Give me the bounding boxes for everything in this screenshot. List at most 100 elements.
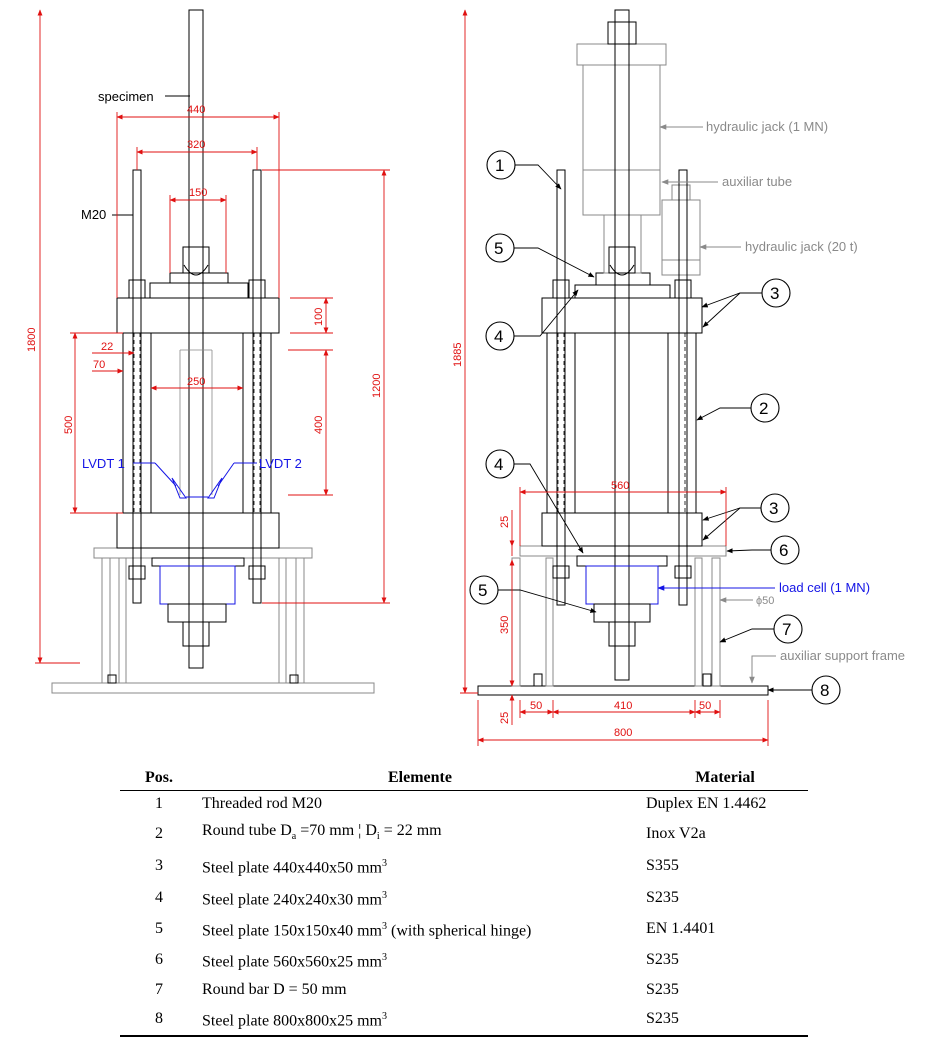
right-bottom-plate	[541, 512, 703, 547]
right-tube	[546, 332, 576, 514]
callout-number: 5	[478, 581, 487, 600]
label-specimen: specimen	[98, 89, 154, 104]
left-dimensions	[35, 9, 390, 664]
left-support-leg	[295, 557, 305, 684]
left-support-leg	[118, 557, 127, 684]
dim-800: 800	[614, 727, 632, 739]
left-support-leg	[101, 557, 111, 684]
right-hydraulic-jack	[582, 64, 661, 216]
right-top-plate	[541, 297, 703, 334]
right-jack-top	[576, 43, 667, 66]
label-m20: M20	[81, 207, 106, 222]
left-specimen-nut	[182, 246, 210, 274]
left-spherical-plate	[167, 603, 227, 623]
table-row: 7 Round bar D = 50 mm S235	[120, 977, 808, 1004]
right-specimen-nut	[608, 246, 636, 274]
table-header-row: Pos. Elemente Material	[120, 768, 808, 791]
dim-410: 410	[614, 700, 632, 712]
dim-1800: 1800	[26, 328, 38, 352]
callout-number: 4	[494, 327, 503, 346]
right-threaded-rod	[556, 169, 566, 606]
right-support-leg	[511, 557, 521, 687]
right-nut	[674, 565, 692, 579]
right-annotations: hydraulic jack (1 MN) auxiliar tube hydr…	[657, 119, 905, 684]
cell-material: S235	[646, 951, 679, 969]
left-base-plate	[51, 682, 375, 694]
cell-pos: 3	[155, 857, 163, 875]
table-row: 3 Steel plate 440x440x50 mm3 S355	[120, 851, 808, 882]
header-element: Elemente	[198, 768, 642, 791]
right-threaded-rod	[678, 169, 688, 606]
right-nut	[552, 565, 570, 579]
right-support-leg	[545, 557, 554, 687]
right-load-cell-plate	[576, 555, 668, 567]
left-bottom-plate	[116, 512, 280, 549]
right-dimension-labels: 1885 560 25 350 25 50 410 50 800	[452, 343, 711, 739]
left-tube	[242, 332, 272, 514]
dim-1200: 1200	[371, 374, 383, 398]
callout-number: 2	[759, 399, 768, 418]
callout-number: 1	[495, 156, 504, 175]
label-lvdt-1: LVDT 1	[82, 456, 125, 471]
cell-element: Round tube Da =70 mm ¦ Di = 22 mm	[202, 822, 442, 843]
cell-pos: 6	[155, 951, 163, 969]
dim-50-left: 50	[530, 700, 542, 712]
callouts	[469, 150, 841, 705]
label-hydraulic-jack-20t: hydraulic jack (20 t)	[745, 239, 858, 254]
left-load-cell	[159, 565, 236, 605]
dim-320: 320	[187, 139, 205, 151]
left-specimen-rod	[188, 9, 204, 669]
cell-material: S235	[646, 888, 679, 906]
dim-400: 400	[313, 416, 325, 434]
callout-number: 6	[779, 541, 788, 560]
callout-number: 3	[769, 499, 778, 518]
right-specimen-rod	[614, 9, 630, 681]
callout-number: 4	[494, 455, 503, 474]
cell-pos: 8	[120, 1003, 198, 1037]
right-aux-tube	[671, 184, 691, 201]
cell-element: Round bar D = 50 mm	[202, 980, 347, 998]
cell-pos: 4	[155, 888, 163, 906]
parts-table: Pos. Elemente Material 1 Threaded rod M2…	[120, 768, 808, 1037]
left-foot	[289, 674, 299, 684]
cell-pos: 5	[155, 920, 163, 937]
header-pos: Pos.	[120, 768, 198, 791]
left-threaded-rod	[252, 169, 262, 604]
dim-100: 100	[313, 308, 325, 326]
dim-500: 500	[63, 416, 75, 434]
cell-material: EN 1.4401	[646, 920, 716, 937]
dim-250: 250	[187, 376, 205, 388]
dim-350: 350	[499, 616, 511, 634]
label-auxiliar-tube: auxiliar tube	[722, 174, 792, 189]
left-view	[51, 9, 375, 694]
callout-number: 5	[494, 239, 503, 258]
left-dimension-labels: 440 320 150 1800 22 70 250 500 400 100 1…	[26, 104, 383, 434]
table-row: 8 Steel plate 800x800x25 mm3 S235	[120, 1003, 808, 1037]
right-view	[477, 9, 769, 696]
right-nut	[674, 279, 692, 299]
left-annotations: specimen M20 LVDT 1 LVDT 2	[81, 89, 302, 487]
lvdt-1-sensor	[171, 477, 187, 499]
cell-material: S235	[642, 1003, 808, 1037]
left-support-leg	[278, 557, 287, 684]
label-load-cell: load cell (1 MN)	[779, 580, 870, 595]
callout-number: 7	[782, 620, 791, 639]
table-row: 4 Steel plate 240x240x30 mm3 S235	[120, 883, 808, 914]
cell-element: Steel plate 800x800x25 mm3	[198, 1003, 642, 1037]
dim-440: 440	[187, 104, 205, 116]
callout-numbers: 1 5 4 3 2 4 3 6 5 7 8	[478, 156, 829, 700]
cell-element: Steel plate 150x150x40 mm3 (with spheric…	[202, 920, 532, 940]
cell-material: Duplex EN 1.4462	[646, 795, 767, 812]
left-nut	[248, 279, 266, 299]
left-nut	[128, 565, 146, 580]
left-load-cell	[151, 557, 245, 567]
cell-material: S355	[646, 857, 679, 875]
lvdt-2-sensor	[207, 477, 223, 499]
right-support-leg	[694, 557, 703, 687]
callout-number: 3	[770, 284, 779, 303]
table-row: 1 Threaded rod M20 Duplex EN 1.4462	[120, 791, 808, 819]
dim-50-right: 50	[699, 700, 711, 712]
cell-material: S235	[646, 980, 679, 998]
label-lvdt-2: LVDT 2	[259, 456, 302, 471]
label-hydraulic-jack-1mn: hydraulic jack (1 MN)	[706, 119, 828, 134]
